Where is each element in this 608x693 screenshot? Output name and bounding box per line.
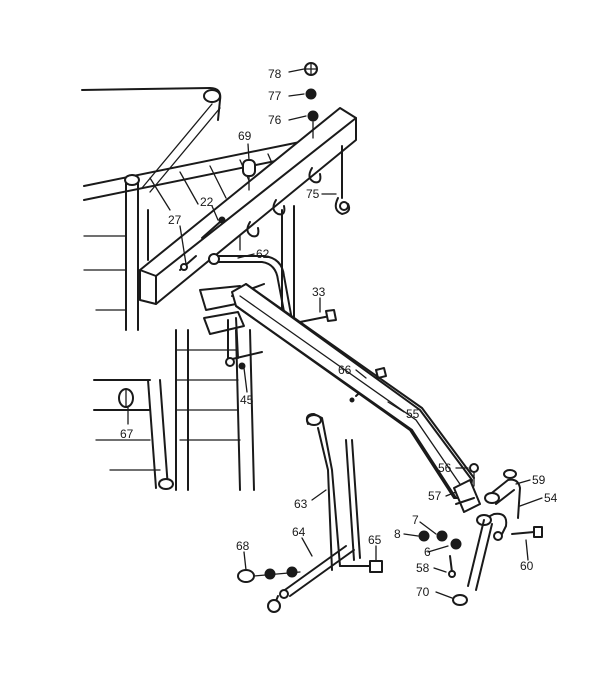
part-63-leg (305, 413, 361, 571)
label-22: 22 (200, 195, 214, 209)
part-60-bolt (511, 526, 543, 538)
label-63: 63 (294, 497, 308, 511)
part-54-handle (467, 512, 508, 591)
label-69: 69 (238, 129, 252, 143)
parts-6-8-hardware (418, 530, 462, 550)
part-67-cap (118, 388, 134, 408)
part-70-cap (452, 594, 468, 606)
part-64-support (267, 545, 355, 613)
slide-mount-bracket (179, 216, 293, 370)
label-75: 75 (306, 187, 320, 201)
leader-lines (127, 68, 543, 599)
label-65: 65 (368, 533, 382, 547)
label-45: 45 (240, 393, 254, 407)
label-58: 58 (416, 561, 430, 575)
label-60: 60 (520, 559, 534, 573)
part-56-screw (469, 463, 479, 487)
label-76: 76 (268, 113, 282, 127)
part-number-labels: 78 77 76 69 75 22 27 62 33 66 45 67 55 5… (120, 67, 558, 599)
label-55: 55 (406, 407, 420, 421)
label-54: 54 (544, 491, 558, 505)
part-68-hardware (237, 566, 301, 583)
part-58-screw (448, 555, 456, 578)
label-7: 7 (412, 513, 419, 527)
label-56: 56 (438, 461, 452, 475)
part-75-chain-hook (334, 145, 351, 215)
part-33-bolt (299, 309, 337, 323)
part-65-bolt (339, 560, 383, 573)
label-67: 67 (120, 427, 134, 441)
label-77: 77 (268, 89, 282, 103)
label-8: 8 (394, 527, 401, 541)
label-64: 64 (292, 525, 306, 539)
label-78: 78 (268, 67, 282, 81)
swing-frame (81, 87, 301, 491)
label-6: 6 (424, 545, 431, 559)
parts-76-78-hardware (304, 62, 319, 139)
label-62: 62 (256, 247, 270, 261)
label-33: 33 (312, 285, 326, 299)
label-59: 59 (532, 473, 546, 487)
label-66: 66 (338, 363, 352, 377)
label-68: 68 (236, 539, 250, 553)
top-beam (139, 107, 357, 305)
part-59-handle (484, 469, 521, 519)
part-55-slide-bed (231, 283, 481, 513)
label-70: 70 (416, 585, 430, 599)
label-57: 57 (428, 489, 442, 503)
label-27: 27 (168, 213, 182, 227)
